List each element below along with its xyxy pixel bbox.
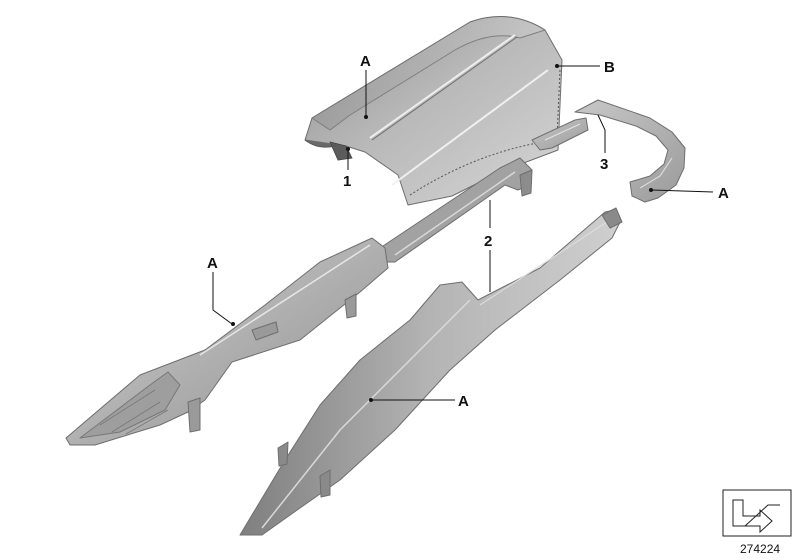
callout-2: 2 [484,233,492,250]
diagram-number: 274224 [740,542,780,556]
callout-A-right-panel: A [458,393,469,410]
armrest-cover [304,16,563,206]
callout-A-trim: A [718,185,729,202]
callout-1: 1 [343,173,351,190]
left-side-panel [65,237,389,446]
callout-labels: A 1 B 3 A 2 A A [207,53,729,410]
callout-3: 3 [600,156,608,173]
arrow-reference-icon [722,489,792,537]
callout-A-left-panel: A [207,255,218,272]
callout-B: B [604,59,615,76]
trim-strip [531,99,686,203]
callout-A-armrest: A [360,53,371,70]
right-side-panel [239,207,623,536]
lower-trim-rail [379,157,533,263]
leader-lines [212,64,714,402]
